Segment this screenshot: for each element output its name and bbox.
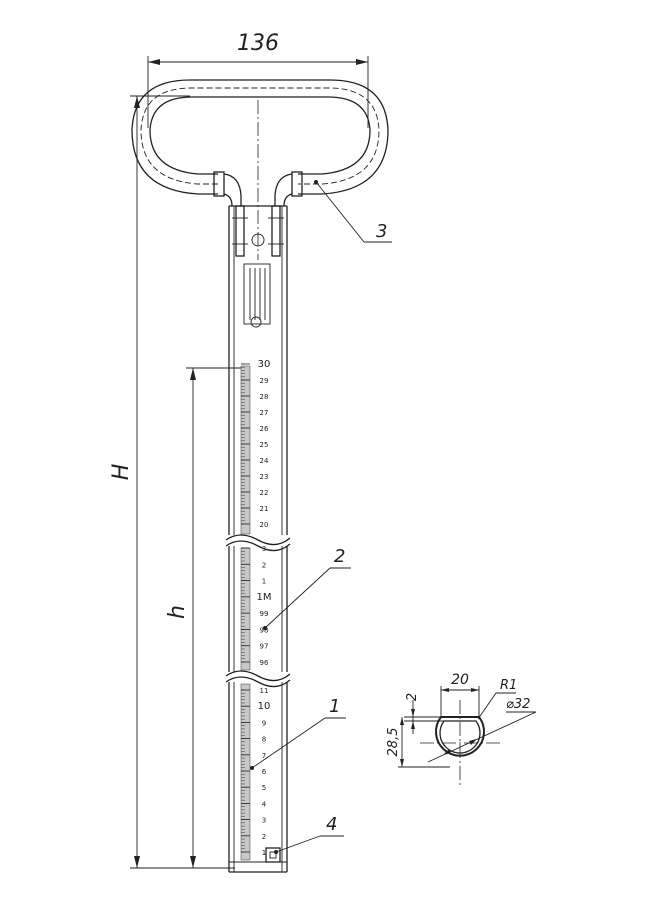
cross-section: 20 2 28,5 R1 ⌀32	[386, 672, 537, 786]
scale-label: 1	[262, 849, 266, 857]
bottom-plug	[265, 847, 281, 863]
scale-label: 26	[260, 425, 269, 433]
scale-label: 97	[260, 643, 269, 651]
scale-label: 5	[262, 784, 266, 792]
dimension-width-label: 136	[237, 31, 279, 56]
scale-label: 2	[262, 833, 266, 841]
scale-label: 4	[262, 800, 267, 808]
handle-pipe	[131, 79, 389, 207]
scale-label: 27	[260, 409, 269, 417]
scale-label: 96	[260, 659, 269, 667]
scale-label: 30	[258, 359, 271, 370]
scale-label: 1	[262, 578, 266, 586]
section-wall-label: 2	[405, 693, 420, 701]
scale-label: 10	[258, 701, 271, 712]
scale-label: 3	[262, 545, 266, 553]
scale-label: 99	[260, 610, 269, 618]
scale-label: 6	[262, 768, 267, 776]
scale-label: 20	[260, 521, 269, 529]
callout-1-label: 1	[329, 696, 340, 717]
dimension-fill-height: h	[165, 367, 241, 868]
dimension-width: 136	[147, 31, 369, 128]
scale-label: 8	[262, 736, 266, 744]
dimension-total-height: H	[109, 95, 235, 869]
scale-label: 98	[260, 626, 269, 634]
callout-2: 2	[263, 546, 351, 630]
clamp-bolts	[232, 205, 284, 328]
scale-label: 22	[260, 489, 269, 497]
section-height-label: 28,5	[386, 728, 401, 757]
measuring-scale: 30292827262524232221203211M9998979611109…	[240, 359, 272, 861]
callout-2-label: 2	[334, 546, 345, 567]
nameplate	[243, 263, 271, 325]
scale-label: 3	[262, 817, 266, 825]
callout-3-label: 3	[376, 221, 387, 242]
scale-label: 28	[260, 393, 269, 401]
scale-label: 25	[260, 441, 269, 449]
tube-body	[225, 205, 291, 873]
scale-label: 11	[260, 687, 269, 695]
scale-label: 23	[260, 473, 269, 481]
section-width-label: 20	[451, 672, 469, 688]
scale-label: 21	[260, 505, 269, 513]
section-radius-label: R1	[500, 678, 517, 693]
scale-label: 29	[260, 377, 269, 385]
scale-label: 24	[260, 457, 269, 465]
callout-4-label: 4	[326, 814, 337, 835]
callout-4: 4	[274, 814, 344, 854]
dimension-fill-height-label: h	[165, 605, 190, 619]
scale-label: 2	[262, 561, 266, 569]
dimension-total-height-label: H	[109, 464, 134, 481]
section-diameter-label: ⌀32	[506, 697, 530, 712]
scale-label: 7	[262, 752, 266, 760]
scale-label: 1M	[257, 592, 272, 603]
callout-1: 1	[250, 696, 346, 770]
scale-label: 9	[262, 719, 266, 727]
callout-3: 3	[314, 180, 392, 243]
